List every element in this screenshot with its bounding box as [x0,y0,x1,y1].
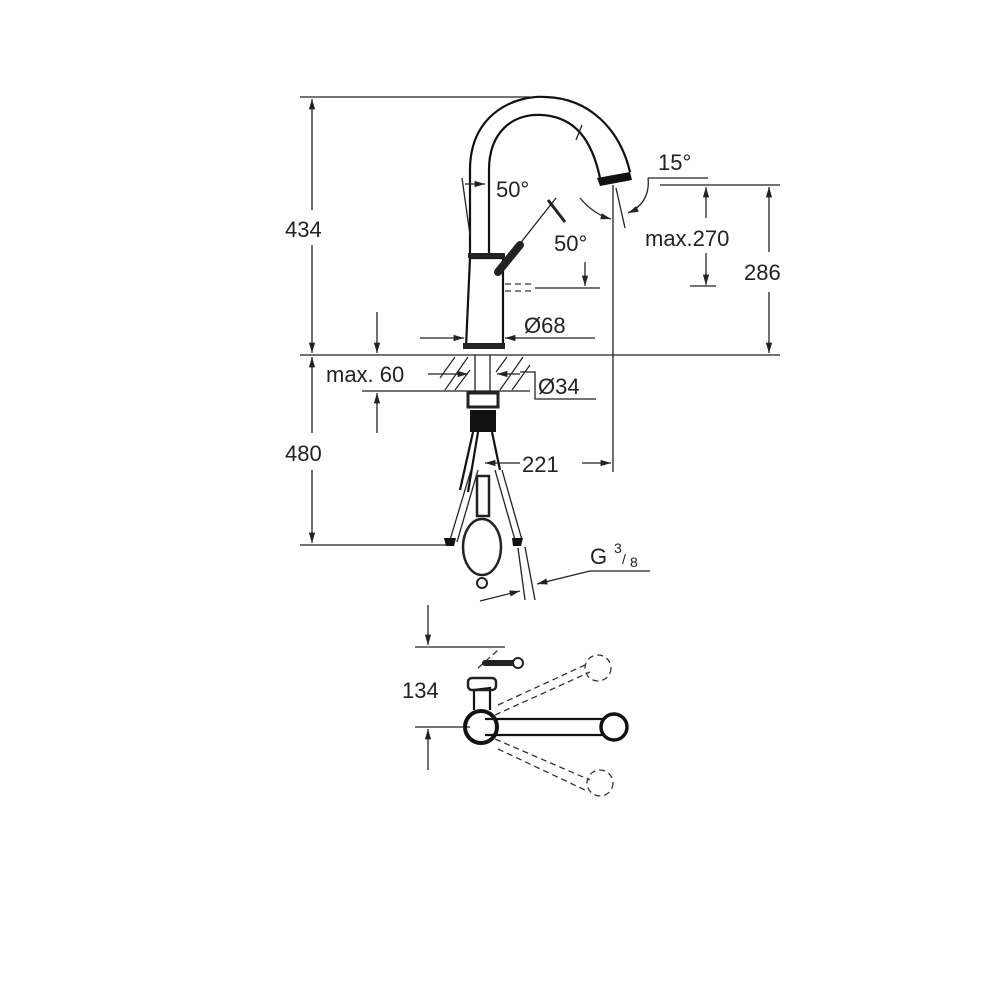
spout-base-top [463,709,499,745]
label-max-270: max.270 [645,226,729,251]
label-diameter-34: Ø34 [538,374,580,399]
label-434: 434 [285,217,322,242]
label-480: 480 [285,441,322,466]
dimension-base-diameter: Ø68 [420,313,595,342]
dimension-spout-height: 286 [744,187,781,353]
label-221: 221 [522,452,559,477]
dimension-reach: 221 [485,452,611,477]
faucet-handle [494,241,524,276]
top-view: 134 [402,605,629,797]
dimension-total-height: 434 [285,99,322,353]
label-286: 286 [744,260,781,285]
handle-angle-arrow [546,199,567,223]
dimension-connection-thread: G 3 / 8 [479,540,650,602]
label-thread-denominator: 8 [630,554,638,570]
label-15-deg: 15° [658,150,691,175]
reference-lines [300,96,780,546]
label-thread-numerator: 3 [614,540,622,556]
label-thread-g: G [590,544,607,569]
label-max-60: max. 60 [326,362,404,387]
dimension-hole-diameter: Ø34 [520,371,596,400]
label-diameter-68: Ø68 [524,313,566,338]
dimension-countertop-thickness: max. 60 [326,312,520,433]
faucet-body [461,177,600,349]
label-134: 134 [402,678,439,703]
label-angle-50-front: 50° [554,231,587,256]
spray-weight [461,517,503,577]
label-thread-slash: / [622,551,626,567]
spout-head-top [599,712,629,742]
dimension-spout-angle: 15° [579,150,708,229]
faucet-spout [468,95,632,255]
dimension-spout-clearance: max.270 [645,187,729,287]
dimension-below-counter: 480 [285,357,322,543]
mounting-assembly [444,391,536,601]
label-angle-50-back: 50° [496,177,529,202]
